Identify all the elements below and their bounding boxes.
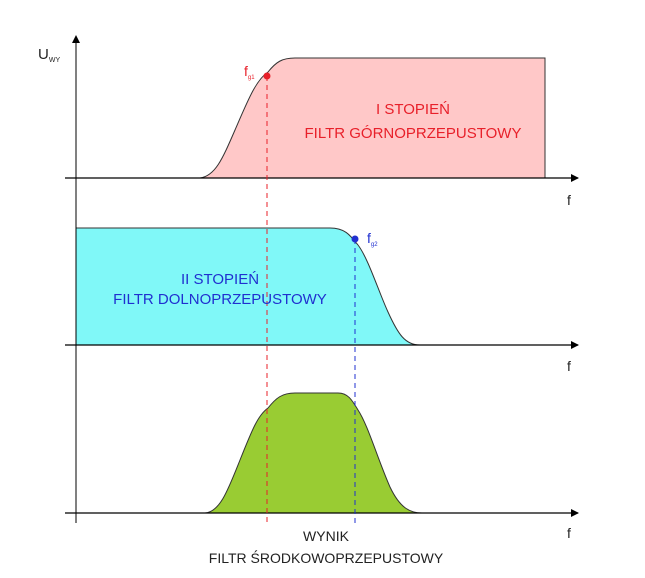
lowpass-curve [75,227,421,346]
lowpass-title: II STOPIEŃ [181,271,259,288]
lowpass-subtitle: FILTR DOLNOPRZEPUSTOWY [113,291,327,308]
result-subtitle: FILTR ŚRODKOWOPRZEPUSTOWY [209,549,444,566]
fg1-label: fg1 [244,63,255,81]
highpass-curve [199,57,546,179]
y-axis-label: UWY [38,46,60,64]
x-axis-label-bottom: f [567,525,571,541]
bandpass-curve [204,392,423,514]
x-axis-label-middle: f [567,358,571,374]
fg1-point [263,72,271,80]
result-title: WYNIK [303,528,350,544]
fg2-label: fg2 [367,230,378,248]
fg2-point [351,235,359,243]
highpass-subtitle: FILTR GÓRNOPRZEPUSTOWY [305,125,522,142]
x-axis-label-top: f [567,192,571,208]
highpass-title: I STOPIEŃ [376,101,450,118]
